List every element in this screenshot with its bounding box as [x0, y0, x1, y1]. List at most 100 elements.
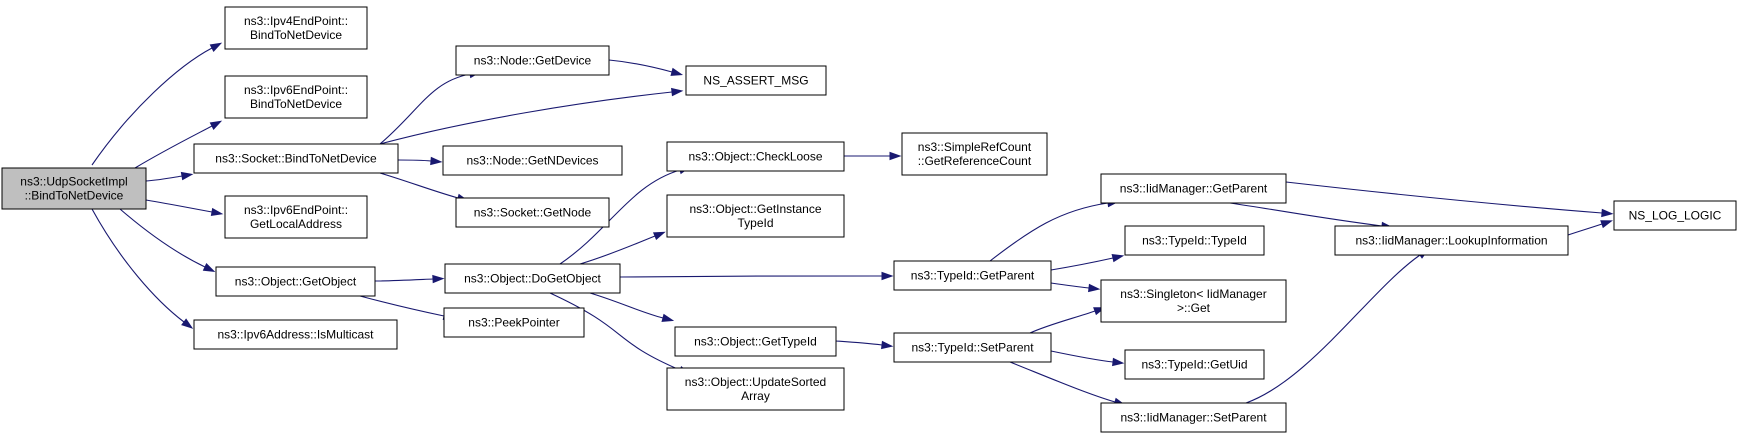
- node-box: [215, 266, 376, 297]
- node-objgettid[interactable]: ns3::Object::GetTypeId: [674, 326, 837, 357]
- edge-arrowhead: [889, 151, 902, 161]
- node-singleton[interactable]: ns3::Singleton< IidManager>::Get: [1100, 279, 1287, 323]
- edge-arrowhead: [670, 67, 684, 76]
- node-checkloose[interactable]: ns3::Object::CheckLoose: [666, 141, 845, 172]
- edge-sockbind-to-sockgetnode: [379, 172, 470, 202]
- node-sockbind[interactable]: ns3::Socket::BindToNetDevice: [193, 143, 399, 174]
- node-label: ns3::Socket::GetNode: [474, 206, 592, 220]
- edge-objgettid-to-tidsetparent: [835, 340, 894, 350]
- node-label: ns3::Node::GetNDevices: [466, 154, 598, 168]
- node-box: [193, 319, 398, 350]
- node-label: ns3::PeekPointer: [468, 316, 559, 330]
- node-peek[interactable]: ns3::PeekPointer: [443, 307, 585, 338]
- node-label: BindToNetDevice: [250, 28, 342, 42]
- node-tidgetuid[interactable]: ns3::TypeId::GetUid: [1124, 349, 1265, 380]
- edge-line: [835, 340, 883, 346]
- node-label: TypeId: [737, 216, 773, 230]
- edge-dogetobject-to-getinst: [579, 231, 666, 265]
- edge-line: [1567, 223, 1603, 236]
- node-getobject[interactable]: ns3::Object::GetObject: [215, 266, 376, 297]
- edge-arrowhead: [1601, 208, 1614, 218]
- edge-line: [1009, 361, 1116, 403]
- edge-iidsetparent-to-lookup: [1245, 248, 1430, 404]
- node-label: NS_ASSERT_MSG: [703, 74, 808, 88]
- node-label: ns3::IidManager::GetParent: [1120, 182, 1268, 196]
- node-ipv4ep[interactable]: ns3::Ipv4EndPoint::BindToNetDevice: [224, 6, 368, 50]
- node-ipv6local[interactable]: ns3::Ipv6EndPoint::GetLocalAddress: [224, 195, 368, 239]
- edge-line: [1285, 181, 1603, 214]
- node-label: BindToNetDevice: [250, 97, 342, 111]
- node-box: [1124, 349, 1265, 380]
- edge-udp-to-ipv6local: [145, 199, 224, 217]
- edge-arrowhead: [1600, 220, 1613, 229]
- edge-udp-to-getobject: [119, 208, 216, 272]
- node-label: ns3::Ipv6EndPoint::: [244, 203, 348, 217]
- node-nodegetdev[interactable]: ns3::Node::GetDevice: [455, 45, 610, 76]
- edge-line: [145, 199, 213, 213]
- node-box: [444, 263, 621, 294]
- node-box: [1100, 279, 1287, 323]
- edge-line: [379, 172, 459, 199]
- node-label: ns3::Object::GetTypeId: [694, 335, 817, 349]
- node-tidtid[interactable]: ns3::TypeId::TypeId: [1124, 225, 1265, 256]
- node-label: ::BindToNetDevice: [25, 189, 124, 203]
- edge-arrowhead: [661, 313, 675, 322]
- edge-line: [1050, 257, 1114, 271]
- edge-arrowhead: [430, 156, 443, 166]
- node-box: [455, 45, 610, 76]
- node-refcount[interactable]: ns3::SimpleRefCount::GetReferenceCount: [901, 132, 1048, 176]
- node-lookup[interactable]: ns3::IidManager::LookupInformation: [1334, 225, 1569, 256]
- node-label: ns3::TypeId::GetUid: [1141, 358, 1247, 372]
- node-iidgetparent[interactable]: ns3::IidManager::GetParent: [1100, 173, 1287, 204]
- edge-lookup-to-nslog: [1567, 220, 1613, 236]
- edge-arrowhead: [881, 340, 894, 350]
- node-box: [1100, 173, 1287, 204]
- edge-line: [1050, 350, 1114, 363]
- node-label: ns3::Object::CheckLoose: [688, 150, 822, 164]
- node-nslog[interactable]: NS_LOG_LOGIC: [1613, 200, 1737, 231]
- edge-line: [397, 159, 432, 162]
- node-box: [1613, 200, 1737, 231]
- edge-line: [589, 292, 664, 319]
- edge-checkloose-to-refcount: [843, 151, 902, 161]
- node-label: NS_LOG_LOGIC: [1629, 209, 1722, 223]
- node-iidsetparent[interactable]: ns3::IidManager::SetParent: [1100, 402, 1287, 433]
- node-label: ns3::Object::DoGetObject: [464, 272, 601, 286]
- node-label: ns3::IidManager::LookupInformation: [1355, 234, 1547, 248]
- node-getndev[interactable]: ns3::Node::GetNDevices: [442, 145, 623, 176]
- node-box: [193, 143, 399, 174]
- edge-tidgetparent-to-singleton: [1050, 282, 1101, 293]
- edge-line: [359, 295, 445, 317]
- edge-line: [608, 59, 673, 73]
- edge-tidsetparent-to-iidsetparent: [1009, 361, 1127, 406]
- node-ismulticast[interactable]: ns3::Ipv6Address::IsMulticast: [193, 319, 398, 350]
- edge-line: [989, 202, 1109, 262]
- node-sockgetnode[interactable]: ns3::Socket::GetNode: [455, 197, 610, 228]
- edge-arrowhead: [1112, 357, 1125, 367]
- node-label: ns3::Object::GetObject: [235, 275, 357, 289]
- edge-getobject-to-peek: [359, 295, 456, 320]
- node-label: ns3::Object::UpdateSorted: [685, 375, 826, 389]
- node-box: [666, 367, 845, 411]
- node-label: ns3::IidManager::SetParent: [1120, 411, 1267, 425]
- edge-line: [91, 208, 185, 323]
- node-dogetobject[interactable]: ns3::Object::DoGetObject: [444, 263, 621, 294]
- node-label: ns3::UdpSocketImpl: [20, 175, 127, 189]
- node-assert[interactable]: NS_ASSERT_MSG: [685, 65, 827, 96]
- node-label: ns3::TypeId::GetParent: [911, 269, 1035, 283]
- edge-line: [379, 91, 673, 145]
- node-label: ns3::TypeId::TypeId: [1142, 234, 1247, 248]
- node-box: [1334, 225, 1569, 256]
- node-tidsetparent[interactable]: ns3::TypeId::SetParent: [893, 332, 1052, 363]
- edge-arrowhead: [652, 231, 666, 241]
- node-label: ns3::Object::GetInstance: [689, 202, 821, 216]
- node-label: GetLocalAddress: [250, 217, 342, 231]
- edge-line: [1029, 310, 1096, 334]
- node-box: [901, 132, 1048, 176]
- node-tidgetparent[interactable]: ns3::TypeId::GetParent: [893, 260, 1052, 291]
- node-label: ns3::Singleton< IidManager: [1120, 287, 1266, 301]
- node-ipv6ep[interactable]: ns3::Ipv6EndPoint::BindToNetDevice: [224, 75, 368, 119]
